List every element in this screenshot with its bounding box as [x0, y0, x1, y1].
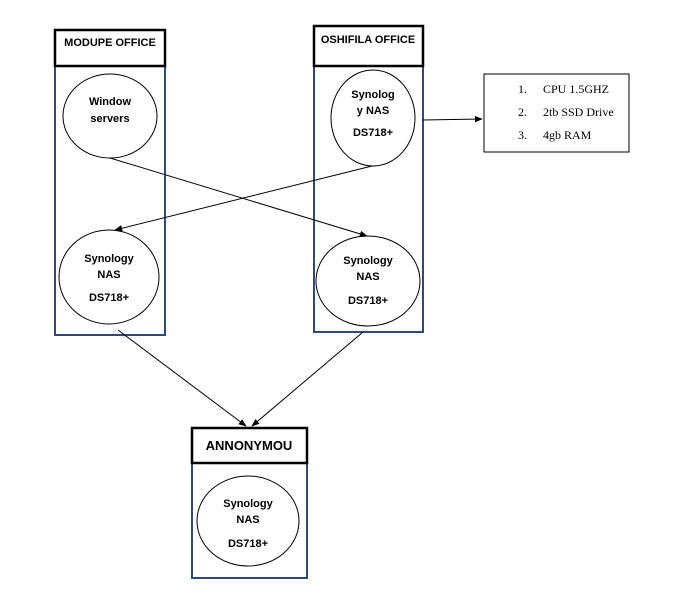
- oshifila-office-title: OSHIFILA OFFICE: [321, 34, 415, 46]
- svg-text:NAS: NAS: [356, 271, 379, 283]
- svg-text:Synology: Synology: [223, 498, 273, 510]
- annonymou-title-box: [190, 426, 309, 465]
- oshifila-office-container: OSHIFILA OFFICE Synolog y NAS DS718+ Syn…: [312, 24, 425, 333]
- modupe-office-container: MODUPE OFFICE Window servers Synology NA…: [53, 28, 167, 336]
- oshifila-office-title-box: [312, 24, 425, 68]
- spec-item-2-text: 2tb SSD Drive: [543, 105, 614, 119]
- svg-text:Window: Window: [89, 96, 131, 108]
- spec-item-3-num: 3.: [518, 128, 527, 142]
- annonymou-synology-nas-node: Synology NAS DS718+: [196, 475, 300, 567]
- svg-text:NAS: NAS: [236, 514, 259, 526]
- spec-item-2-num: 2.: [518, 105, 527, 119]
- svg-text:DS718+: DS718+: [353, 127, 393, 139]
- oshifila-synology-nas-node-top: Synolog y NAS DS718+: [330, 69, 416, 167]
- edge-modupe-nas-to-annonymou: [117, 329, 247, 427]
- spec-item-1-num: 1.: [518, 82, 527, 96]
- modupe-office-title: MODUPE OFFICE: [64, 37, 156, 49]
- spec-item-1-text: CPU 1.5GHZ: [543, 82, 609, 96]
- svg-text:y NAS: y NAS: [357, 105, 389, 117]
- specs-box: 1. CPU 1.5GHZ 2. 2tb SSD Drive 3. 4gb RA…: [483, 73, 630, 153]
- oshifila-synology-nas-node-bottom: Synology NAS DS718+: [315, 235, 421, 327]
- edge-oshifila-nas-to-annonymou: [251, 331, 364, 427]
- svg-text:DS718+: DS718+: [348, 295, 388, 307]
- modupe-office-title-box: [53, 28, 167, 68]
- svg-text:Synology: Synology: [84, 253, 134, 265]
- edge-window-servers-to-oshifila-nas: [109, 157, 368, 237]
- spec-item-3-text: 4gb RAM: [543, 128, 592, 142]
- svg-text:DS718+: DS718+: [89, 292, 129, 304]
- window-servers-node: Window servers: [62, 73, 158, 159]
- modupe-synology-nas-node: Synology NAS DS718+: [58, 229, 160, 325]
- annonymou-title: ANNONYMOU: [206, 438, 293, 453]
- svg-text:DS718+: DS718+: [228, 538, 268, 550]
- annonymou-container: ANNONYMOU Synology NAS DS718+: [190, 426, 309, 579]
- edge-oshifila-nas-to-modupe-nas: [114, 165, 373, 232]
- svg-text:NAS: NAS: [97, 269, 120, 281]
- svg-text:servers: servers: [90, 113, 129, 125]
- edge-oshifila-nas-to-specs: [422, 115, 483, 123]
- svg-text:Synology: Synology: [343, 255, 393, 267]
- svg-text:Synolog: Synolog: [351, 89, 394, 101]
